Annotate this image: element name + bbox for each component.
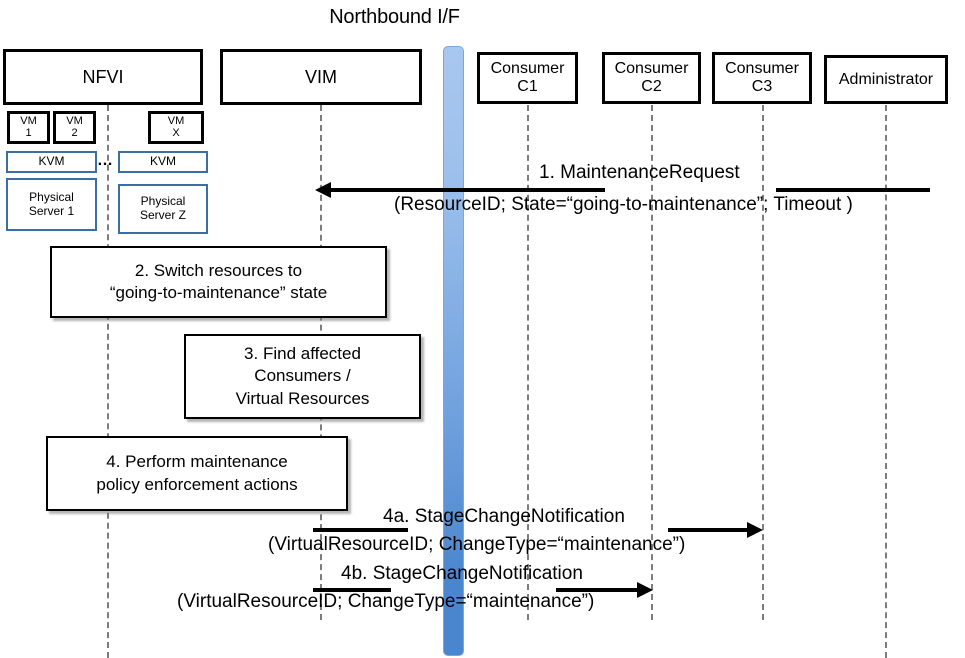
vm-box-2-index: 2 [71, 126, 78, 139]
actor-consumer-c2-label: Consumer [614, 60, 689, 78]
physical-server-1-box: Physical Server 1 [6, 178, 97, 231]
kvm-box-1: KVM [6, 151, 97, 173]
lifeline-admin [885, 105, 887, 658]
vm-box-1-index: 1 [25, 126, 32, 139]
vm-box-1-label: VM [20, 114, 37, 127]
diagram-title-text: Northbound I/F [329, 6, 460, 28]
actor-consumer-c3-label: Consumer [725, 60, 799, 78]
message-1-label-line1: 1. MaintenanceRequest [539, 162, 740, 183]
actor-vim[interactable]: VIM [220, 49, 422, 105]
actor-administrator-label: Administrator [838, 70, 934, 88]
note-step-4: 4. Perform maintenance policy enforcemen… [46, 436, 348, 511]
actor-consumer-c1[interactable]: Consumer C1 [477, 52, 578, 104]
actor-consumer-c1-label: Consumer [490, 60, 565, 78]
message-4b-line-right [556, 588, 639, 592]
message-4b-line-left [313, 588, 391, 592]
kvm-box-2-label: KVM [149, 154, 176, 169]
physical-server-z-box: Physical Server Z [118, 184, 208, 234]
lifeline-c2 [651, 105, 653, 620]
message-1-line-left [330, 188, 605, 192]
actor-consumer-c3-id: C3 [751, 78, 773, 95]
vm-box-x: VM X [148, 111, 204, 144]
lifeline-nfvi [107, 105, 109, 658]
note-step-3-line2: Consumers / [254, 366, 351, 386]
kvm-box-2: KVM [118, 151, 208, 173]
vm-box-x-index: X [172, 126, 180, 139]
northbound-interface-bar [443, 46, 464, 656]
note-step-2-line1: 2. Switch resources to [134, 260, 303, 280]
vm-box-x-label: VM [167, 114, 185, 127]
vm-box-2: VM 2 [53, 111, 96, 144]
note-step-4-line1: 4. Perform maintenance [106, 452, 288, 472]
diagram-title: Northbound I/F [0, 6, 965, 29]
message-4b-arrowhead [637, 582, 653, 598]
actor-consumer-c2[interactable]: Consumer C2 [602, 52, 701, 104]
message-4b-label-line1: 4b. StageChangeNotification [341, 563, 583, 584]
actor-nfvi-label: NFVI [82, 66, 124, 87]
note-step-4-line2: policy enforcement actions [96, 474, 298, 494]
message-1-arrowhead [315, 182, 331, 198]
message-1-line-right [776, 188, 930, 192]
vm-box-1: VM 1 [7, 111, 50, 144]
lifeline-c1 [527, 105, 529, 620]
message-1-label-line2: (ResourceID; State=“going-to-maintenance… [394, 194, 853, 215]
kvm-box-1-label: KVM [38, 154, 65, 169]
lifeline-c3 [762, 105, 764, 620]
message-4a-line-right [668, 528, 749, 532]
note-step-2: 2. Switch resources to “going-to-mainten… [50, 246, 387, 318]
note-step-2-line2: “going-to-maintenance” state [109, 283, 328, 302]
note-step-3: 3. Find affected Consumers / Virtual Res… [184, 334, 421, 419]
ellipsis-between-servers: … [97, 152, 114, 170]
message-4a-label-line1: 4a. StageChangeNotification [383, 506, 625, 527]
note-step-3-line3: Virtual Resources [235, 388, 370, 408]
note-step-3-line1: 3. Find affected [244, 344, 361, 364]
message-4a-arrowhead [747, 522, 763, 538]
physical-server-1-line2: Server 1 [28, 203, 75, 218]
message-4a-label-line2: (VirtualResourceID; ChangeType=“maintena… [268, 534, 686, 555]
actor-consumer-c3[interactable]: Consumer C3 [712, 52, 812, 104]
message-4b-label-line2: (VirtualResourceID; ChangeType=“maintena… [177, 591, 595, 612]
physical-server-z-line2: Server Z [139, 208, 186, 222]
actor-consumer-c2-id: C2 [641, 78, 662, 95]
vm-box-2-label: VM [66, 114, 83, 127]
actor-nfvi[interactable]: NFVI [3, 49, 203, 105]
ellipsis-glyph: … [97, 152, 114, 169]
physical-server-1-line1: Physical [29, 189, 74, 204]
actor-consumer-c1-id: C1 [517, 78, 538, 95]
actor-administrator[interactable]: Administrator [824, 55, 948, 104]
physical-server-z-line1: Physical [140, 194, 186, 209]
message-4a-line-left [313, 528, 408, 532]
actor-vim-label: VIM [304, 66, 337, 87]
